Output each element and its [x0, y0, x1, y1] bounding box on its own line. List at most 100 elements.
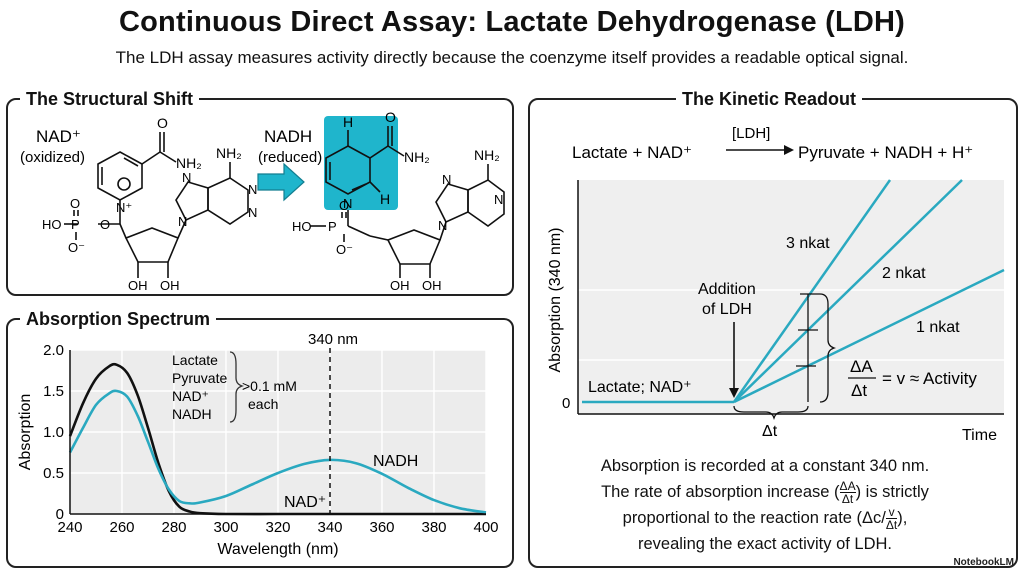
nad-amide-nh2: NH₂: [176, 155, 202, 171]
notebooklm-watermark: NotebookLM: [953, 557, 1014, 568]
spectrum-y-tick: 1.5: [43, 383, 64, 400]
delta-t-brace: [733, 405, 809, 421]
caption-frac-top: ΔA: [839, 479, 856, 494]
absorption-spectrum-title: Absorption Spectrum: [20, 308, 217, 330]
rate-label-3nkat: 3 nkat: [786, 235, 830, 252]
structural-diagram: NAD⁺ (oxidized) O NH₂ N⁺: [20, 109, 505, 293]
reduction-arrow: [257, 162, 305, 202]
absorption-spectrum-chart: 240 260 280 300 320 340 360 380 400 0 0.5 1.0 1.5 2.0…: [17, 331, 499, 558]
nad-ribose-adenine: [64, 162, 249, 278]
spectrum-x-tick: 400: [473, 519, 498, 536]
curve-label-nadh: NADH: [373, 453, 418, 470]
nadh-dihydropyridine-ring: [325, 126, 405, 195]
nad-oh-2: OH: [160, 278, 180, 293]
nadh-state-label: (reduced): [258, 149, 322, 166]
spectrum-x-tick: 320: [265, 519, 290, 536]
page-subtitle: The LDH assay measures activity directly…: [115, 48, 909, 67]
nad-label: NAD⁺: [36, 127, 81, 146]
spectrum-x-axis-label: Wavelength (nm): [217, 541, 338, 558]
nadh-adenine-n2: N: [494, 192, 503, 207]
legend-item-nad: NAD⁺: [172, 388, 209, 404]
nad-state-label: (oxidized): [20, 149, 85, 166]
caption-frac3-bot: Δt: [885, 518, 898, 533]
nad-adenine-n3: N: [248, 205, 257, 220]
spectrum-x-tick: 280: [161, 519, 186, 536]
spectrum-y-axis-label: Absorption: [17, 394, 34, 471]
nad-ribose-o: O: [100, 217, 110, 232]
delta-t-label: Δt: [762, 423, 778, 440]
kinetic-y-axis-label: Absorption (340 nm): [547, 228, 564, 373]
spectrum-x-tick: 360: [369, 519, 394, 536]
structural-shift-panel: The Structural Shift NAD⁺ (oxidized) O N…: [6, 88, 514, 296]
nadh-ring-n: N: [343, 196, 352, 211]
nadh-highlight-box: [324, 116, 398, 210]
spectrum-x-tick: 380: [421, 519, 446, 536]
legend-item-nadh: NADH: [172, 406, 212, 422]
caption-frac3-top: v: [885, 506, 898, 520]
nadh-amide-nh2: NH₂: [404, 149, 430, 165]
rate-label-1nkat: 1 nkat: [916, 319, 960, 336]
addition-arrowhead: [729, 388, 739, 398]
nadh-adenine-n1: N: [442, 172, 451, 187]
spectrum-y-tick: 0: [56, 506, 64, 523]
baseline-label: Lactate; NAD⁺: [588, 379, 692, 396]
nad-ring-n-plus: N⁺: [116, 200, 132, 215]
kinetic-zero-label: 0: [562, 395, 570, 412]
legend-item-lactate: Lactate: [172, 352, 218, 368]
spectrum-y-tick: 2.0: [43, 342, 64, 359]
curve-label-nad: NAD⁺: [284, 494, 326, 511]
rate-line-2nkat: [733, 179, 963, 403]
caption-line-3b: ),: [897, 509, 908, 527]
caption-line-4: revealing the exact activity of LDH.: [637, 535, 893, 553]
nadh-ho: HO: [292, 219, 312, 234]
spectrum-x-tick: 240: [57, 519, 82, 536]
nadh-ribose-adenine: [310, 164, 505, 278]
spectrum-x-tick: 340: [317, 519, 342, 536]
caption-line-1: Absorption is recorded at a constant 340…: [600, 457, 930, 475]
caption-line-3a: proportional to the reaction rate (Δc/: [622, 509, 886, 527]
nadh-h-side: H: [380, 191, 390, 207]
delta-a-brace: [819, 293, 837, 403]
spectrum-x-tick: 260: [109, 519, 134, 536]
kinetic-chart: Lactate + NAD⁺ [LDH] Pyruvate + NADH + H…: [547, 125, 1005, 444]
nadh-oh-2: OH: [422, 278, 442, 293]
spectrum-y-tick: 0.5: [43, 465, 64, 482]
nadh-h-top: H: [343, 114, 353, 130]
nadh-p: P: [328, 219, 337, 234]
rate-delta-a: ΔA: [850, 357, 873, 376]
equation-enzyme: [LDH]: [732, 125, 770, 142]
nad-adenine-n4: N: [178, 214, 187, 229]
page-title: Continuous Direct Assay: Lactate Dehydro…: [118, 6, 906, 38]
kinetic-x-axis-label: Time: [962, 427, 997, 444]
structural-shift-title: The Structural Shift: [20, 88, 200, 110]
caption-frac-bot: Δt: [841, 492, 854, 507]
legend-item-pyruvate: Pyruvate: [172, 370, 227, 386]
legend-brace: [229, 351, 245, 423]
nadh-p-ominus: O⁻: [336, 242, 353, 257]
nad-nicotinamide-ring: [97, 132, 177, 201]
nad-oh-1: OH: [128, 278, 148, 293]
legend-note-each: each: [248, 396, 278, 412]
addition-label-2: of LDH: [702, 301, 752, 318]
kinetic-readout-title: The Kinetic Readout: [676, 88, 863, 110]
rate-activity-text: = v ≈ Activity: [882, 369, 977, 388]
equation-left: Lactate + NAD⁺: [572, 143, 692, 162]
nadh-oh-1: OH: [390, 278, 410, 293]
nad-p-ominus: O⁻: [68, 240, 85, 255]
equation-right: Pyruvate + NADH + H⁺: [798, 143, 973, 162]
equation-arrowhead: [784, 145, 794, 155]
nad-carbonyl-o: O: [157, 115, 168, 131]
nadh-label: NADH: [264, 127, 312, 146]
spectrum-x-tick: 300: [213, 519, 238, 536]
spectrum-marker-label: 340 nm: [308, 331, 358, 348]
nad-ho: HO: [42, 217, 62, 232]
rate-delta-t: Δt: [851, 381, 867, 400]
nadh-adenine-nh2: NH₂: [474, 147, 500, 163]
kinetic-readout-panel: The Kinetic Readout Lactate + NAD⁺ [LDH]…: [528, 88, 1018, 568]
spectrum-y-tick: 1.0: [43, 424, 64, 441]
nadh-p-o: O: [339, 198, 349, 213]
absorption-spectrum-panel: Absorption Spectrum 240 260 280 300 320 340 36…: [6, 308, 514, 568]
nad-adenine-n2: N: [248, 182, 257, 197]
legend-note-concentration: >0.1 mM: [242, 378, 297, 394]
